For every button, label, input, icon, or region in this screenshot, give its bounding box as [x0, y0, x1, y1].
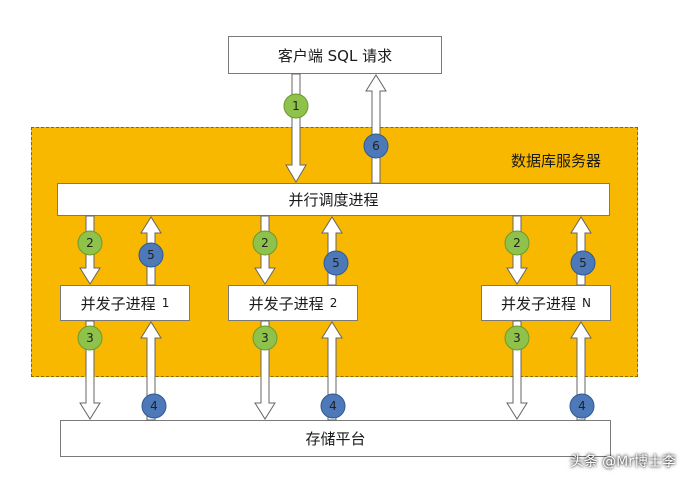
- svg-text:1: 1: [292, 99, 300, 113]
- step-badge-3-worker-1: 3: [77, 325, 103, 351]
- step-badge-4-worker-n: 4: [569, 393, 595, 419]
- arrow-up-worker-2-to-coordinator: [321, 216, 343, 286]
- svg-text:5: 5: [147, 248, 155, 262]
- svg-text:3: 3: [513, 331, 521, 345]
- step-badge-1: 1: [283, 93, 309, 119]
- svg-text:3: 3: [261, 331, 269, 345]
- worker-process-2-box: 并发子进程 2: [228, 285, 358, 321]
- svg-text:2: 2: [513, 236, 521, 250]
- step-badge-5-worker-1: 5: [138, 242, 164, 268]
- parallel-coordinator-box: 并行调度进程: [57, 183, 610, 216]
- worker-process-1-index: 1: [161, 296, 170, 310]
- client-sql-request-label: 客户端 SQL 请求: [277, 46, 393, 65]
- step-badge-3-worker-2: 3: [252, 325, 278, 351]
- step-badge-3-worker-n: 3: [504, 325, 530, 351]
- database-server-label: 数据库服务器: [510, 152, 601, 170]
- step-badge-5-worker-2: 5: [323, 250, 349, 276]
- svg-text:6: 6: [372, 139, 380, 153]
- svg-text:2: 2: [86, 236, 94, 250]
- storage-platform-box: 存储平台: [60, 420, 611, 457]
- svg-text:5: 5: [332, 256, 340, 270]
- svg-text:4: 4: [578, 399, 586, 413]
- step-badge-2-worker-1: 2: [77, 230, 103, 256]
- arrow-down-client-to-coordinator: [285, 73, 307, 183]
- svg-text:5: 5: [579, 256, 587, 270]
- svg-text:3: 3: [86, 331, 94, 345]
- worker-process-1-box: 并发子进程 1: [60, 285, 190, 321]
- svg-text:4: 4: [329, 399, 337, 413]
- step-badge-4-worker-1: 4: [141, 393, 167, 419]
- client-sql-request-box: 客户端 SQL 请求: [228, 36, 442, 74]
- worker-process-n-label: 并发子进程: [501, 294, 577, 313]
- svg-text:4: 4: [150, 399, 158, 413]
- source-watermark: 头条 @Mr博士李: [569, 454, 676, 470]
- svg-text:2: 2: [261, 236, 269, 250]
- step-badge-4-worker-2: 4: [320, 393, 346, 419]
- worker-process-2-index: 2: [329, 296, 338, 310]
- worker-process-2-label: 并发子进程: [248, 294, 324, 313]
- worker-process-1-label: 并发子进程: [80, 294, 156, 313]
- worker-process-n-index: N: [582, 296, 591, 310]
- step-badge-5-worker-n: 5: [570, 250, 596, 276]
- parallel-coordinator-label: 并行调度进程: [288, 191, 379, 209]
- step-badge-2-worker-n: 2: [504, 230, 530, 256]
- step-badge-6: 6: [363, 133, 389, 159]
- worker-process-n-box: 并发子进程 N: [481, 285, 611, 321]
- arrow-up-coordinator-to-client: [365, 74, 387, 184]
- storage-platform-label: 存储平台: [305, 430, 366, 448]
- step-badge-2-worker-2: 2: [252, 230, 278, 256]
